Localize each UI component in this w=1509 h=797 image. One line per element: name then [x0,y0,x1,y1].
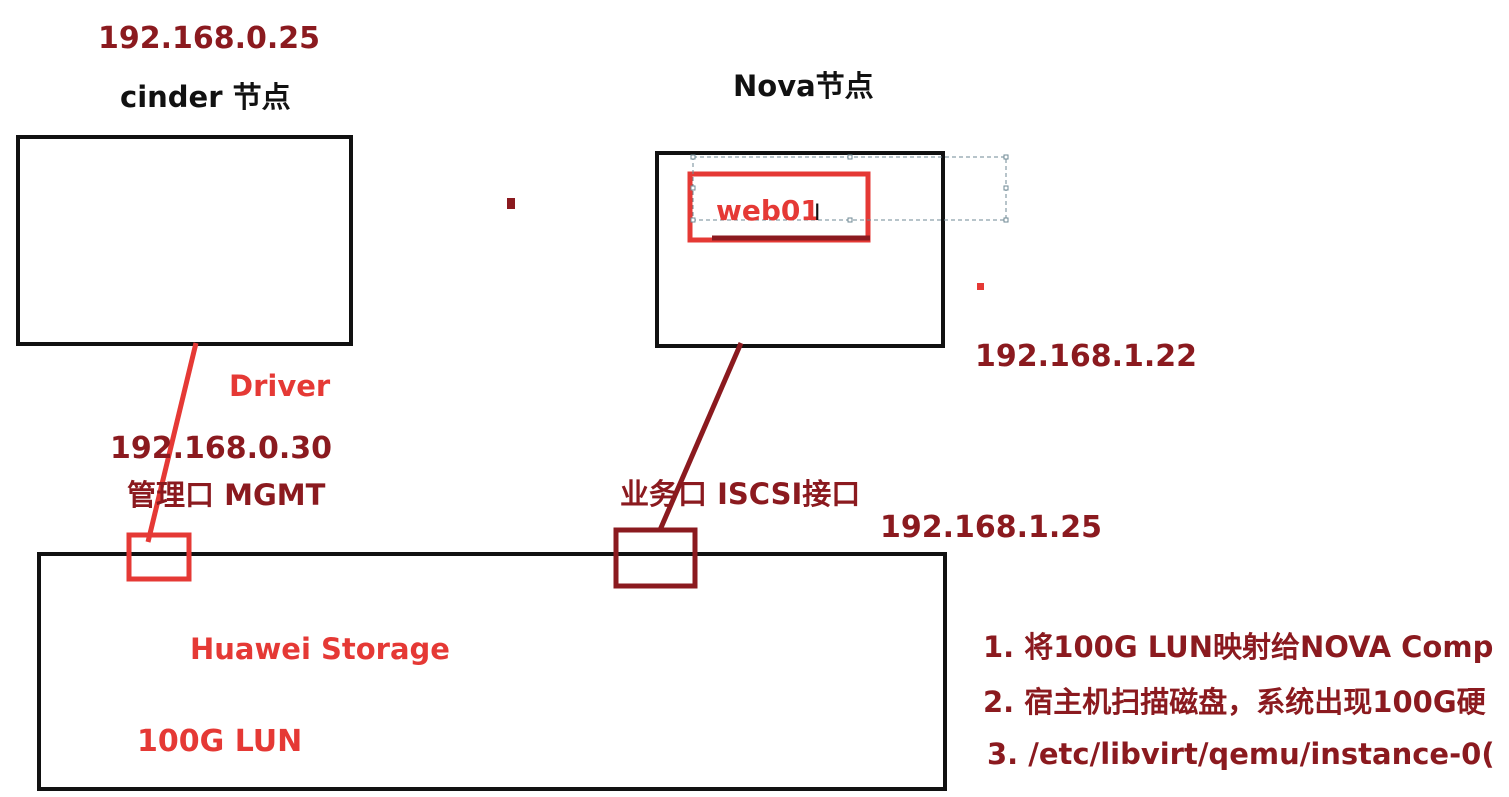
cinder-node-box [16,135,353,346]
iscsi-label: 业务口 ISCSI接口 [620,477,861,511]
storage-box [37,552,947,791]
driver-label: Driver [229,369,331,403]
selection-handles [690,154,1009,223]
cinder-title: cinder 节点 [120,80,291,114]
nova-ip: 192.168.1.22 [975,339,1198,374]
iscsi-ip: 192.168.1.25 [880,510,1103,545]
note-3: 3. /etc/libvirt/qemu/instance-0( [987,737,1495,771]
mgmt-label: 管理口 MGMT [127,478,326,512]
cinder-ip: 192.168.0.25 [98,21,321,56]
nova-node-box [655,151,945,348]
mgmt-ip: 192.168.0.30 [110,431,333,466]
stray-mark-2 [977,283,984,290]
driver-link-line [145,342,199,543]
iscsi-port-box [613,527,698,589]
note-1: 1. 将100G LUN映射给NOVA Comp [983,630,1494,664]
storage-name: Huawei Storage [190,632,450,666]
vm-label: web01 [716,194,820,227]
stray-mark-1 [507,198,515,209]
mgmt-port-box [126,532,192,582]
iscsi-link-line [657,342,744,531]
nova-title: Nova节点 [733,69,874,103]
text-cursor-icon: I [814,201,821,226]
lun-label: 100G LUN [137,724,303,759]
note-2: 2. 宿主机扫描磁盘，系统出现100G硬 [983,685,1486,719]
